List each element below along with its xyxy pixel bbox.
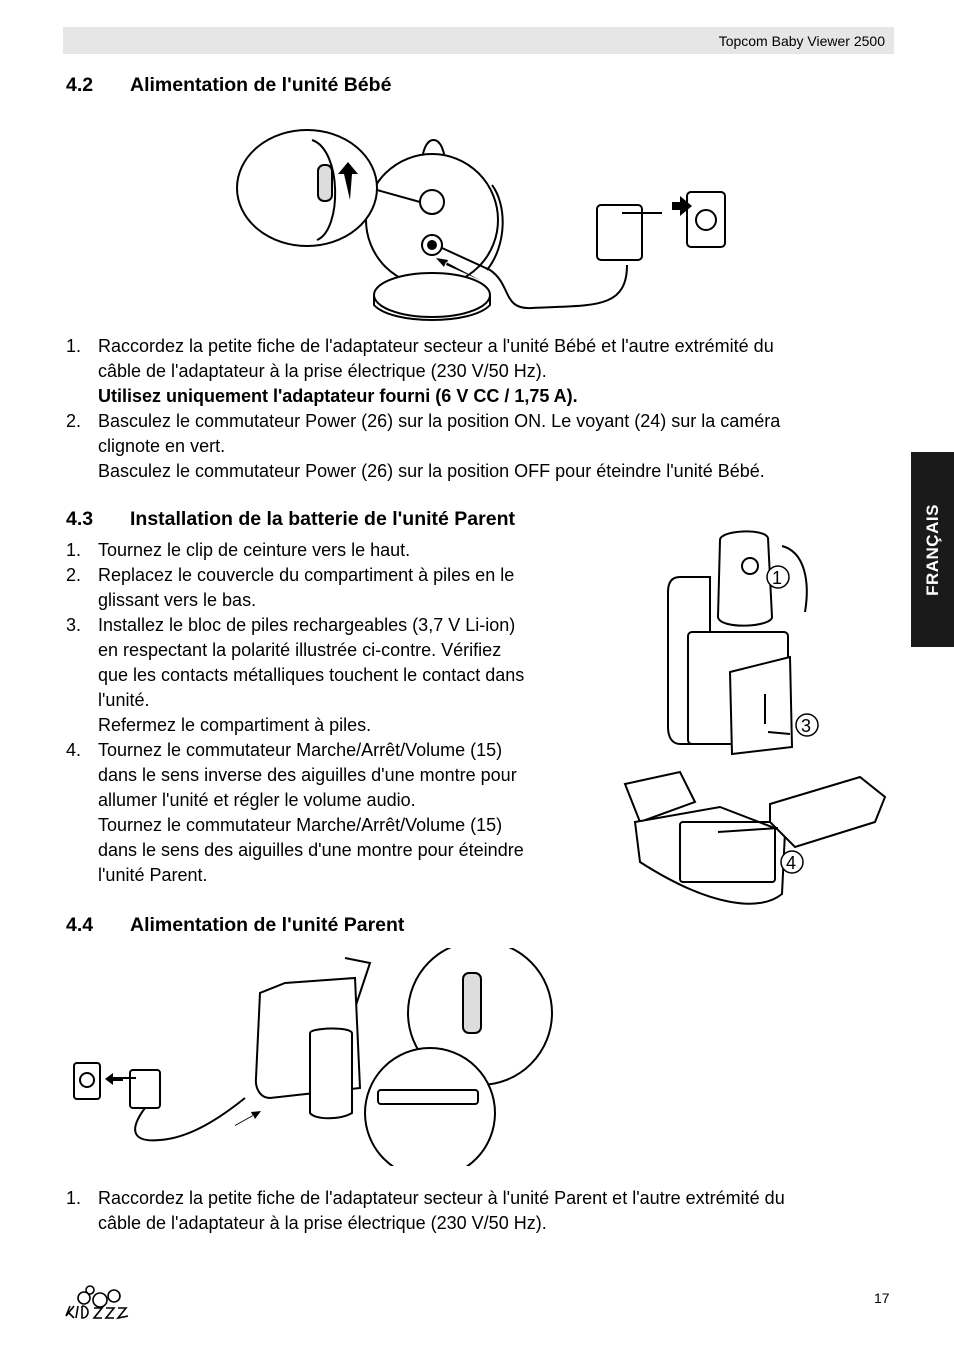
document-title: Topcom Baby Viewer 2500 <box>718 33 885 49</box>
list-item: 2. Replacez le couvercle du compartiment… <box>66 565 515 610</box>
figure-parent-battery: 1 3 4 <box>623 530 887 905</box>
callout-1: 1 <box>772 568 782 588</box>
language-label: FRANÇAIS <box>922 503 942 596</box>
list-item: 1. Tournez le clip de ceinture vers le h… <box>66 540 411 560</box>
list-item: 1. Raccordez la petite fiche de l'adapta… <box>66 1188 785 1233</box>
list-item: 4. Tournez le commutateur Marche/Arrêt/V… <box>66 740 524 885</box>
figure-baby-unit-power <box>236 129 726 321</box>
list-item: 1. Raccordez la petite fiche de l'adapta… <box>66 336 774 406</box>
instructions-4-4: 1. Raccordez la petite fiche de l'adapta… <box>66 1186 896 1236</box>
page-header: Topcom Baby Viewer 2500 <box>63 27 894 54</box>
figure-parent-unit-power <box>73 948 553 1166</box>
list-item: 2. Basculez le commutateur Power (26) su… <box>66 411 781 481</box>
instructions-4-3: 1. Tournez le clip de ceinture vers le h… <box>66 538 586 888</box>
page-number: 17 <box>874 1290 890 1306</box>
kidzzz-logo <box>65 1285 129 1320</box>
instructions-4-2: 1. Raccordez la petite fiche de l'adapta… <box>66 334 886 484</box>
callout-4: 4 <box>786 853 796 873</box>
list-item: 3. Installez le bloc de piles rechargeab… <box>66 615 525 735</box>
language-tab: FRANÇAIS <box>911 452 954 647</box>
callout-3: 3 <box>801 716 811 736</box>
